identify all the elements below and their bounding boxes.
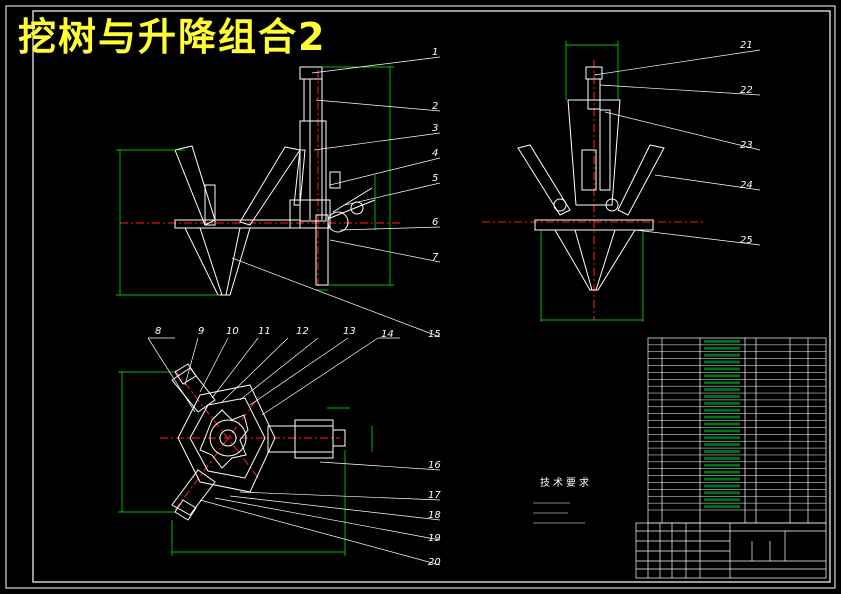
front-spade-left [517, 144, 571, 216]
side-elevation-view [120, 66, 400, 296]
balloon-3: 3 [432, 123, 438, 134]
leader-lines [147, 49, 761, 566]
bom-part-name-mark [704, 463, 740, 467]
bom-part-name-mark [704, 422, 740, 426]
front-bucket [554, 229, 636, 291]
balloon-18: 18 [428, 510, 441, 521]
balloon-23: 23 [740, 140, 753, 151]
bom-part-name-mark [704, 505, 740, 508]
digging-bucket [184, 227, 251, 296]
inner-frame [32, 10, 831, 583]
centerline-plan-diag-1 [174, 369, 261, 481]
outer-frame [5, 5, 836, 589]
balloon-4: 4 [432, 148, 438, 159]
balloon-14: 14 [381, 329, 394, 340]
bom-part-name-mark [704, 353, 740, 357]
bom-part-name-mark [704, 456, 740, 460]
balloon-19: 19 [428, 533, 441, 544]
bom-part-name-mark [704, 408, 740, 412]
balloon-7: 7 [432, 252, 439, 263]
balloon-12: 12 [296, 326, 309, 337]
technical-requirements-title: 技术要求 [540, 478, 592, 489]
mast-taper [567, 99, 621, 206]
bom-rows [648, 340, 826, 511]
mast-top [299, 66, 323, 80]
bom-part-name-mark [704, 498, 740, 502]
bom-part-name-mark [704, 346, 740, 350]
technical-requirements-lines [533, 502, 585, 524]
balloon-25: 25 [740, 235, 753, 246]
balloon-2: 2 [432, 101, 438, 112]
hexagon-frame [177, 384, 276, 493]
front-spade-right [617, 144, 665, 216]
balloon-24: 24 [740, 180, 753, 191]
balloon-9: 9 [198, 326, 204, 337]
bom-part-name-mark [704, 388, 740, 392]
bom-part-name-mark [704, 477, 740, 481]
bom-part-name-mark [704, 436, 740, 440]
dimensions-front-view [540, 41, 644, 322]
balloon-13: 13 [343, 326, 356, 337]
balloon-11: 11 [258, 326, 271, 337]
bom-part-name-mark [704, 415, 740, 419]
balloon-21: 21 [740, 40, 753, 51]
bom-part-name-mark [704, 401, 740, 405]
bom-part-name-mark [704, 429, 740, 433]
balloon-1: 1 [432, 47, 438, 58]
pivot-circle [327, 211, 349, 233]
drawing-title: 挖树与升降组合2 [18, 15, 327, 59]
balloon-17: 17 [428, 490, 441, 501]
side-arm [293, 149, 306, 206]
bom-part-name-mark [704, 340, 740, 343]
balloon-labels: 1 2 3 4 5 6 7 21 22 23 24 25 8 9 10 11 1… [155, 40, 753, 568]
balloon-16: 16 [428, 460, 441, 471]
balloon-10: 10 [226, 326, 239, 337]
arm-right [267, 425, 334, 453]
dimensions-side-view [116, 66, 394, 296]
balloon-20: 20 [428, 557, 441, 568]
bom-part-name-mark [704, 395, 740, 398]
bom-part-name-mark [704, 484, 740, 488]
mast-body [299, 120, 327, 222]
center-hub [209, 419, 247, 457]
base-plate [174, 219, 301, 229]
arm-upper-left [171, 367, 216, 413]
gear-box [289, 199, 331, 229]
front-elevation-view [482, 60, 705, 320]
bom-part-name-mark [704, 367, 740, 371]
bom-part-name-mark [704, 450, 740, 453]
bom-part-name-mark [704, 381, 740, 385]
plan-view [160, 363, 346, 521]
bom-part-name-mark [704, 374, 740, 378]
bom-part-name-mark [704, 491, 740, 495]
balloon-8: 8 [155, 326, 161, 337]
spade-right [239, 146, 301, 226]
balloon-15: 15 [428, 329, 441, 340]
balloon-5: 5 [432, 173, 438, 184]
dimensions-plan-view [118, 371, 373, 556]
bom-part-name-mark [704, 443, 740, 447]
title-block [635, 522, 827, 579]
balloon-22: 22 [740, 85, 753, 96]
bom-part-name-mark [704, 360, 740, 364]
balloon-6: 6 [432, 217, 438, 228]
arm-lower-left [171, 469, 216, 516]
bom-part-name-mark [704, 470, 740, 474]
